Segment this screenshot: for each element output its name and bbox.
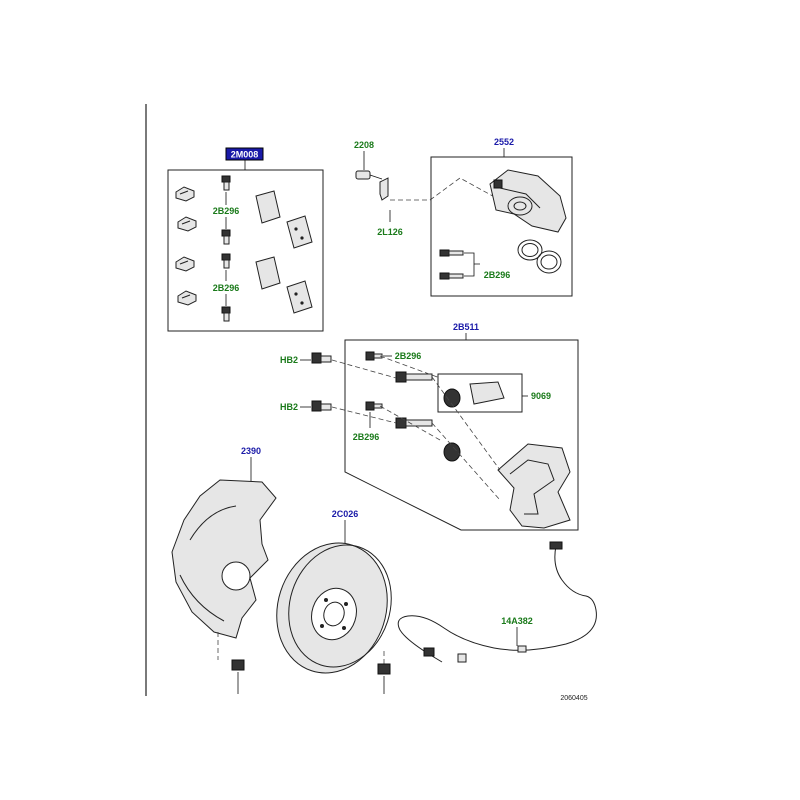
- caliper-bolt-callout[interactable]: 2B296: [484, 270, 511, 280]
- disc-group: 2C026: [276, 509, 392, 694]
- piston-seal-icon: [517, 239, 543, 261]
- sensor-callout[interactable]: 14A382: [501, 616, 533, 626]
- guide-bush-lower-icon: [443, 442, 461, 462]
- hb2-lower-callout[interactable]: HB2: [280, 402, 298, 412]
- clip-2208-callout[interactable]: 2208: [354, 140, 374, 150]
- pad-kit-callout[interactable]: 2M008: [231, 150, 259, 160]
- bleed-bracket-group: 2208 2L126: [354, 140, 501, 237]
- carrier-frame: [344, 339, 579, 531]
- sensor-group: 14A382: [397, 541, 597, 663]
- brake-pads: [255, 190, 313, 314]
- carrier-group: 2B511 HB2 HB2 2B296 2B296 9069: [280, 322, 579, 531]
- caliper-callout[interactable]: 2552: [494, 137, 514, 147]
- pad-bolt-upper-callout[interactable]: 2B296: [213, 206, 240, 216]
- guide-pin-bolt-upper-callout[interactable]: 2B296: [395, 351, 422, 361]
- pad-kit-highlight-box[interactable]: [225, 147, 264, 161]
- pad-kit-frame: [167, 169, 324, 332]
- pad-9069-icon: [469, 381, 505, 405]
- carrier-callout[interactable]: 2B511: [453, 322, 479, 332]
- pad-9069-frame: [437, 373, 523, 413]
- caliper-group: 2552 2B296: [430, 137, 573, 297]
- illustration-reference: 2060405: [560, 695, 587, 702]
- wear-sensor-cable-icon: [397, 545, 597, 663]
- pad-kit-group: 2M008 2B296 2B296: [167, 147, 324, 332]
- dust-boot-icon: [536, 250, 562, 274]
- splash-shield-icon: [171, 479, 277, 639]
- pad-kit-bolts: [221, 175, 231, 322]
- pad-9069-callout[interactable]: 9069: [531, 391, 551, 401]
- pad-bolt-lower-callout[interactable]: 2B296: [213, 283, 240, 293]
- shield-bolt-icon: [231, 659, 245, 671]
- guide-pin-bolt-lower-callout[interactable]: 2B296: [353, 432, 380, 442]
- bleed-screw-icon: [355, 170, 371, 180]
- caliper-frame: [430, 156, 573, 297]
- hose-bracket-icon: [379, 177, 389, 201]
- pad-spring-clips: [175, 186, 197, 306]
- hb2-upper-callout[interactable]: HB2: [280, 355, 298, 365]
- disc-callout[interactable]: 2C026: [332, 509, 359, 519]
- guide-bush-upper-icon: [443, 388, 461, 408]
- shield-group: 2390: [171, 446, 277, 694]
- disc-screw-icon: [377, 663, 391, 675]
- shield-callout[interactable]: 2390: [241, 446, 261, 456]
- caliper-carrier-icon: [497, 443, 571, 529]
- bracket-2l126-callout[interactable]: 2L126: [377, 227, 403, 237]
